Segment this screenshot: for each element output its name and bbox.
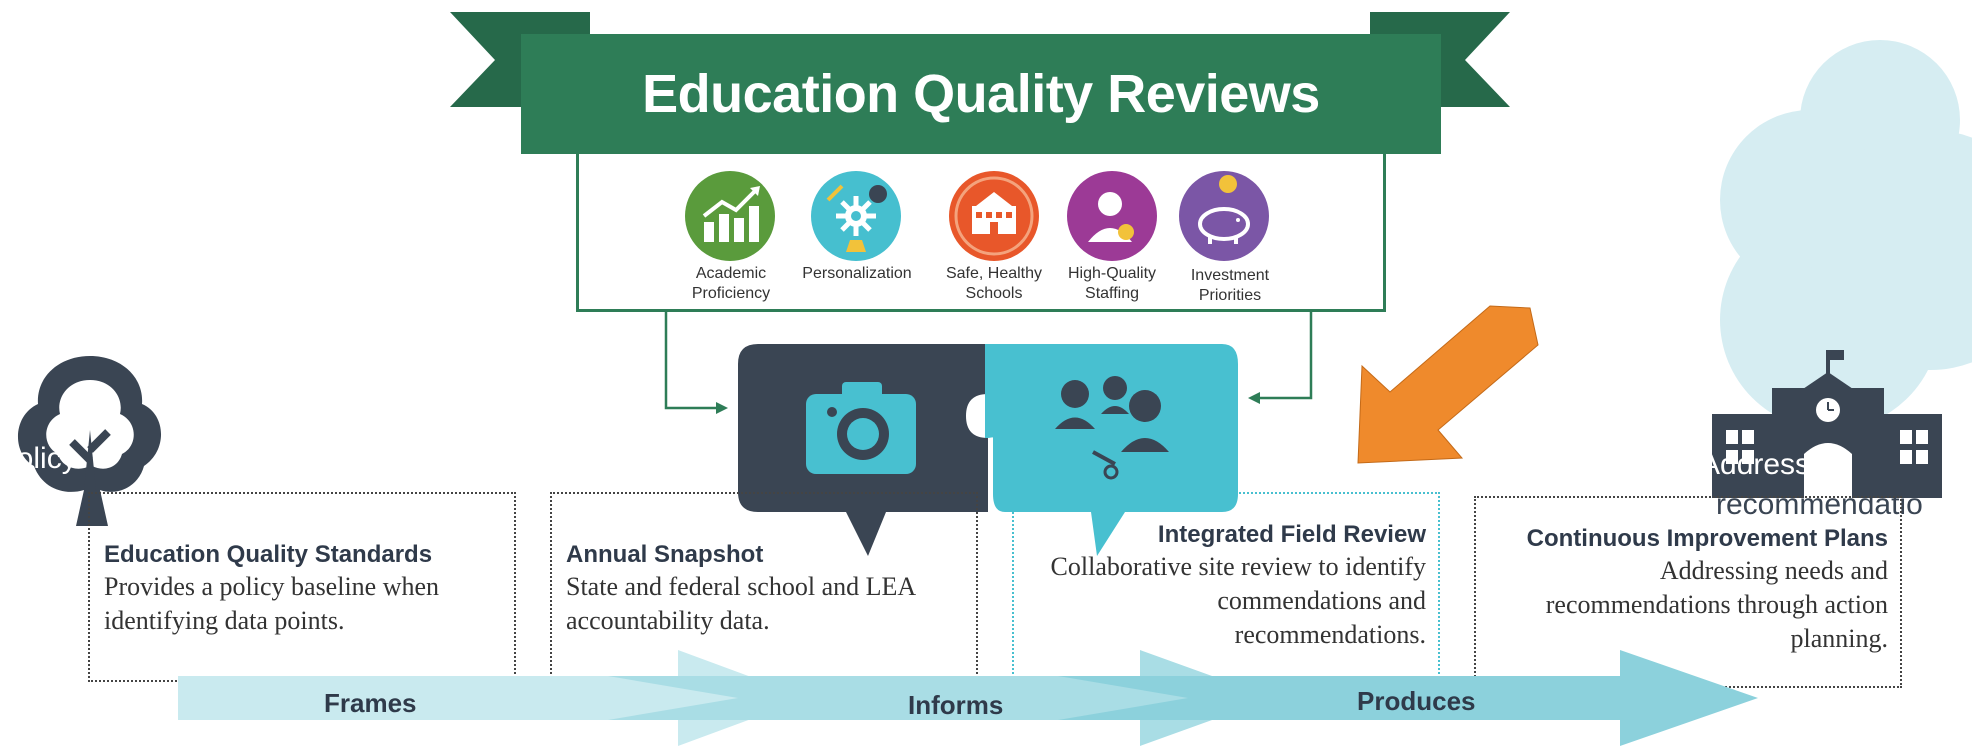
teacher-award-icon: [1067, 171, 1157, 261]
box-text: Collaborative site review to identify co…: [1050, 552, 1426, 649]
category-label: Personalization: [802, 265, 912, 282]
category-label: Safe, Healthy Schools: [945, 265, 1043, 302]
categories-frame: [576, 154, 1386, 312]
tree-icon: [17, 356, 162, 526]
box-title: Continuous Improvement Plans: [1526, 525, 1888, 552]
box-title: Education Quality Standards: [104, 541, 433, 568]
box-text: Provides a policy baseline when identify…: [104, 572, 440, 635]
category-label: Investment Priorities: [1190, 267, 1270, 304]
building-overflow-text: Addressing: [1700, 448, 1851, 481]
box-title: Annual Snapshot: [566, 541, 764, 568]
orange-arrow: [1357, 305, 1539, 464]
gear-palette-icon: [811, 171, 901, 261]
camera-puzzle-piece: [738, 344, 988, 556]
banner-title: Education Quality Reviews: [642, 64, 1320, 124]
box-text: State and federal school and LEA account…: [566, 572, 915, 635]
school-building-icon: [1712, 350, 1942, 498]
flow-label-produces: Produces: [1357, 686, 1476, 716]
flow-label-informs: Informs: [908, 690, 1004, 720]
building-overflow-text-2: recommendatio: [1716, 488, 1923, 521]
growth-chart-icon: [685, 171, 775, 261]
flow-label-frames: Frames: [324, 688, 417, 718]
piggy-bank-icon: [1179, 171, 1269, 261]
category-label: High-Quality Staffing: [1067, 265, 1157, 302]
box-title: Integrated Field Review: [1157, 521, 1426, 548]
category-label: Academic Proficiency: [691, 265, 771, 302]
banner-ribbon: [450, 12, 1510, 154]
cloud-shape: [1720, 40, 1972, 430]
collaboration-puzzle-piece: [985, 344, 1238, 556]
tree-overflow-text: policy: [0, 442, 77, 475]
school-icon: [949, 171, 1039, 261]
connector-arrows: [664, 310, 1313, 414]
flow-arrows: [178, 650, 1758, 746]
box-continuous-improvement-plans: Continuous Improvement Plans Addressing …: [1474, 496, 1902, 688]
box-text: Addressing needs and recommendations thr…: [1545, 556, 1888, 653]
